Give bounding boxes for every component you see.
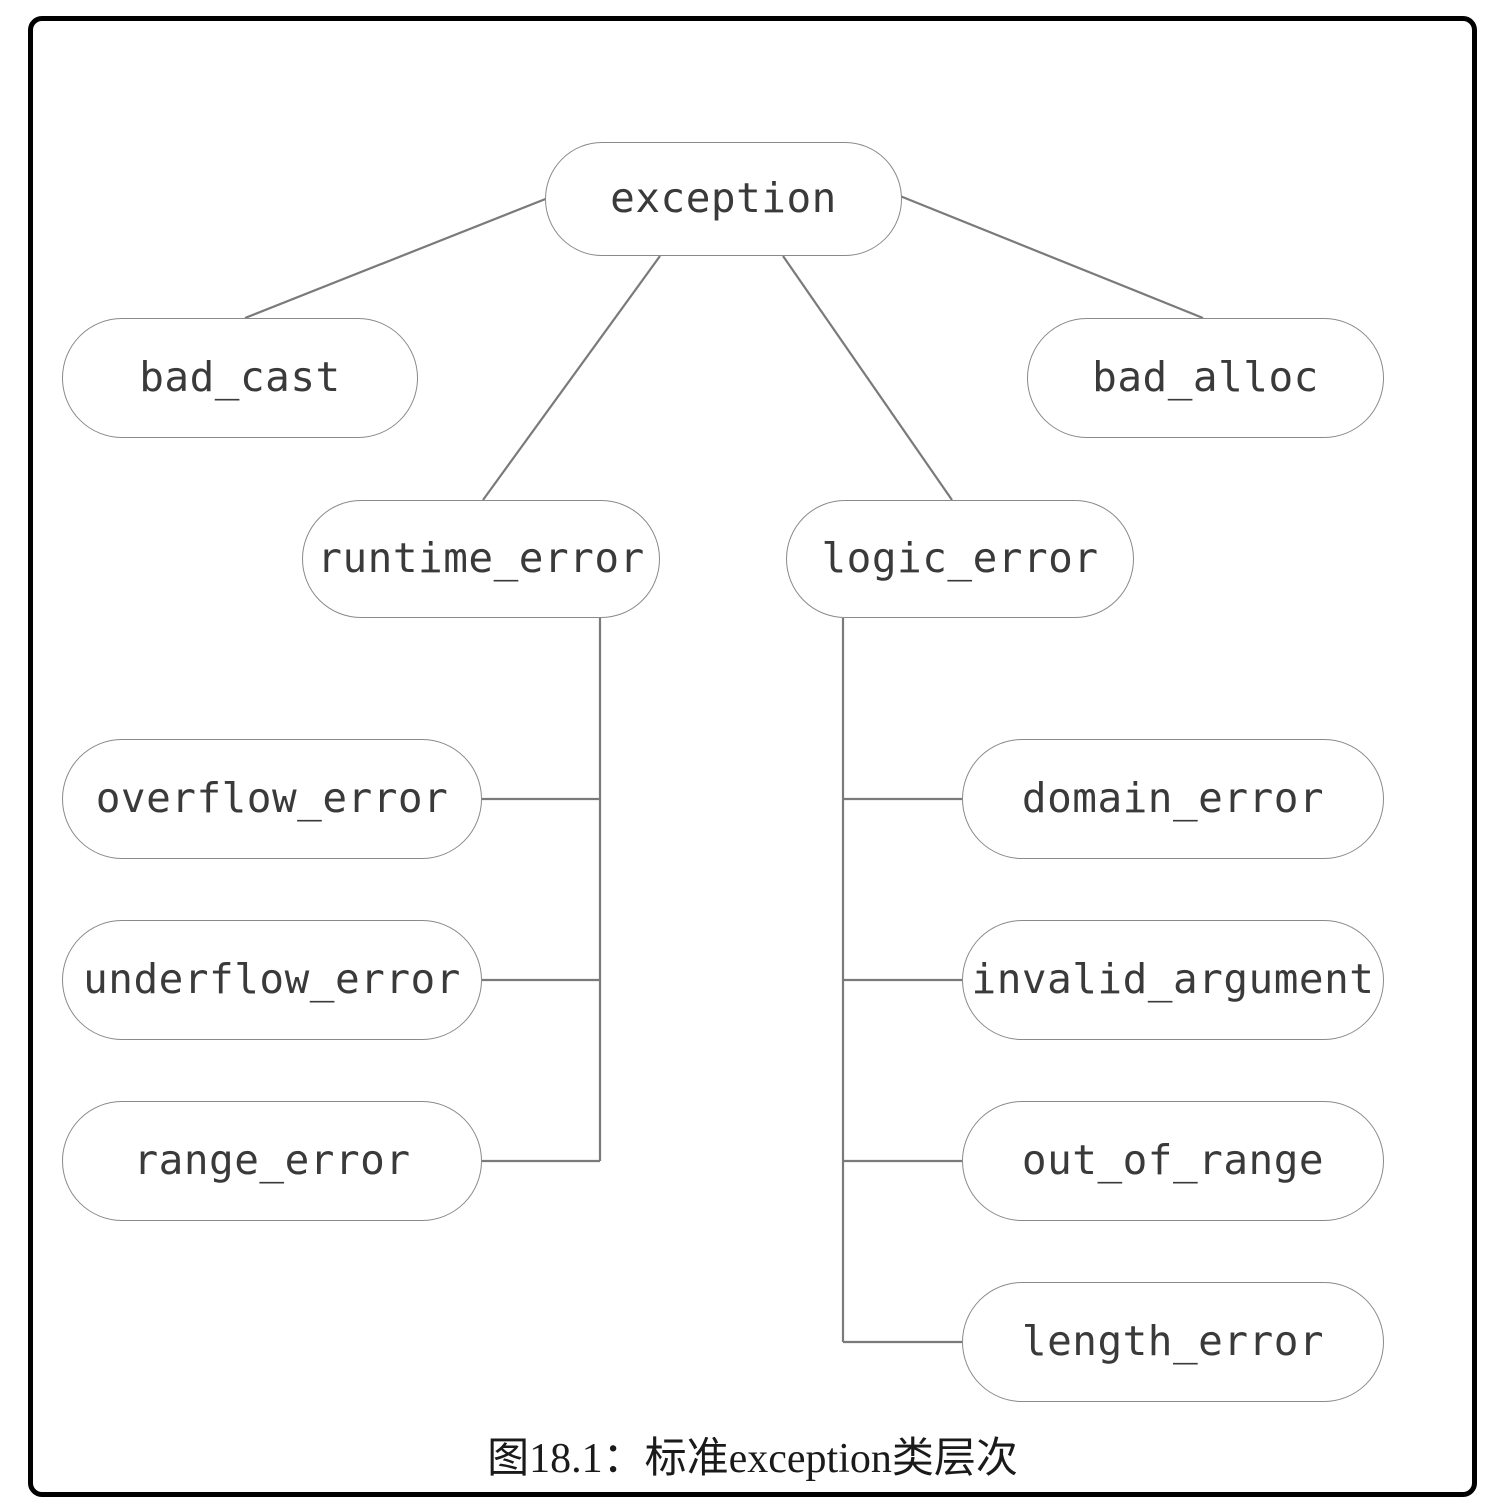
node-runtime_error[interactable]: runtime_error: [302, 500, 660, 618]
node-label-overflow_error: overflow_error: [95, 773, 449, 822]
node-label-bad_cast: bad_cast: [139, 352, 341, 401]
node-logic_error[interactable]: logic_error: [786, 500, 1134, 618]
edge-exception-bad_cast: [244, 196, 549, 320]
node-domain_error[interactable]: domain_error: [962, 739, 1384, 859]
node-label-range_error: range_error: [133, 1135, 411, 1184]
figure-caption: 图18.1：标准exception类层次: [487, 1436, 1018, 1482]
node-label-bad_alloc: bad_alloc: [1092, 352, 1319, 401]
node-invalid_argument[interactable]: invalid_argument: [962, 920, 1384, 1040]
node-exception[interactable]: exception: [545, 142, 902, 256]
node-length_error[interactable]: length_error: [962, 1282, 1384, 1402]
node-label-length_error: length_error: [1021, 1316, 1325, 1365]
node-label-logic_error: logic_error: [821, 533, 1099, 582]
edge-exception-bad_alloc: [899, 194, 1204, 320]
node-bad_cast[interactable]: bad_cast: [62, 318, 418, 438]
edge-exception-logic_error: [782, 255, 953, 501]
node-label-invalid_argument: invalid_argument: [971, 954, 1375, 1003]
node-label-runtime_error: runtime_error: [317, 533, 645, 582]
node-overflow_error[interactable]: overflow_error: [62, 739, 482, 859]
node-bad_alloc[interactable]: bad_alloc: [1027, 318, 1384, 438]
node-out_of_range[interactable]: out_of_range: [962, 1101, 1384, 1221]
node-label-underflow_error: underflow_error: [83, 954, 461, 1003]
node-label-domain_error: domain_error: [1021, 773, 1325, 822]
node-label-out_of_range: out_of_range: [1021, 1135, 1325, 1184]
node-label-exception: exception: [610, 173, 837, 222]
edge-exception-runtime_error: [482, 255, 661, 501]
node-range_error[interactable]: range_error: [62, 1101, 482, 1221]
node-underflow_error[interactable]: underflow_error: [62, 920, 482, 1040]
